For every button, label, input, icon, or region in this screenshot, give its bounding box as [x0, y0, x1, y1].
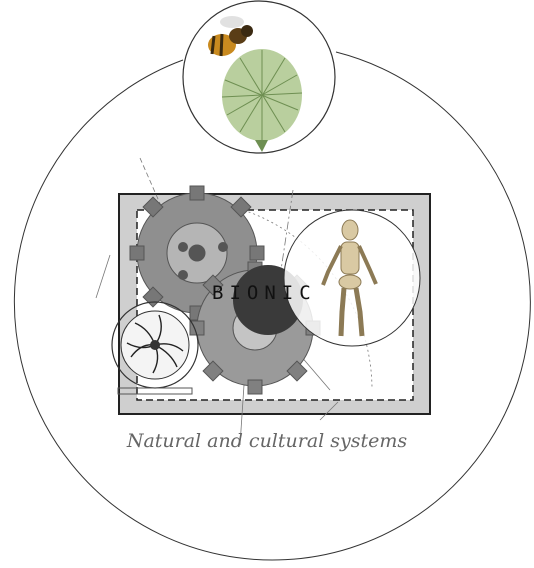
caption: Natural and cultural systems — [0, 430, 534, 452]
skeleton-circle — [284, 210, 420, 346]
center-label: BIONIC — [212, 282, 317, 304]
top-circle — [183, 1, 335, 153]
